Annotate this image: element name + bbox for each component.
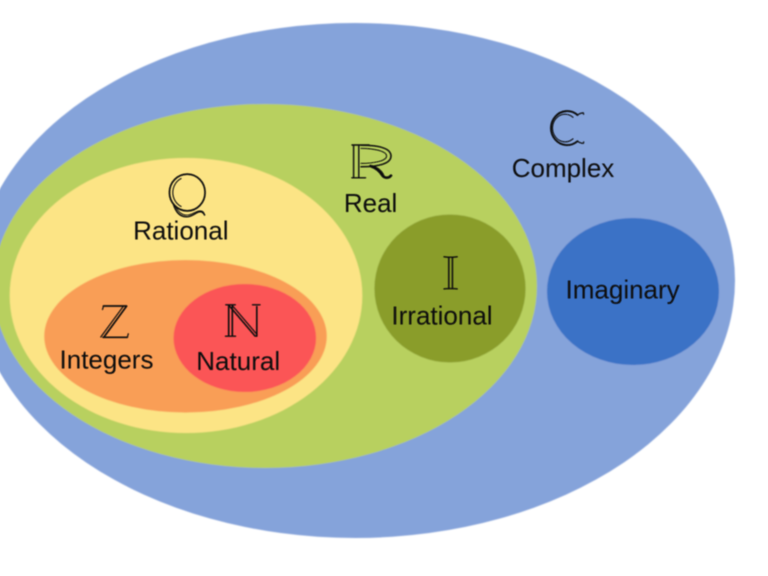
svg-text:Imaginary: Imaginary [566, 274, 680, 304]
svg-text:Real: Real [344, 188, 397, 218]
svg-text:Rational: Rational [133, 216, 228, 246]
svg-text:Natural: Natural [196, 346, 280, 376]
svg-text:Irrational: Irrational [391, 301, 492, 331]
svg-text:Complex: Complex [512, 153, 615, 183]
svg-text:Integers: Integers [60, 344, 154, 374]
